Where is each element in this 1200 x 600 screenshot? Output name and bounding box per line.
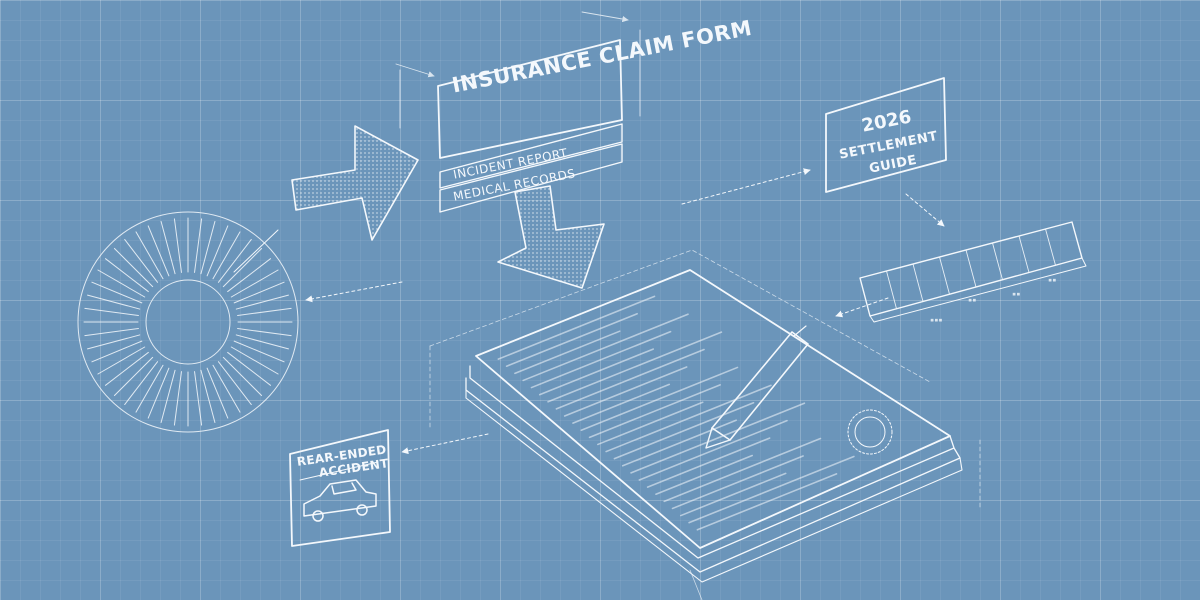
accident-card — [289, 429, 391, 547]
connector-arrows — [233, 168, 945, 455]
insurance-claim-form-panel — [395, 11, 641, 213]
svg-text:▪▪: ▪▪ — [1012, 290, 1020, 298]
right-arrow-graphic — [291, 125, 419, 241]
document-stack-icon — [429, 249, 981, 600]
down-arrow-graphic — [497, 185, 605, 289]
settlement-guide-card — [825, 77, 947, 193]
svg-text:▪▪: ▪▪ — [968, 296, 976, 304]
svg-text:▪▪: ▪▪ — [1048, 276, 1056, 284]
radial-gauge-icon — [77, 211, 299, 433]
car-icon — [303, 479, 377, 522]
timeline-bar-icon: ▪▪▪ ▪▪ ▪▪ ▪▪ — [859, 221, 1087, 324]
seal-icon — [847, 409, 893, 455]
pen-icon — [705, 325, 809, 449]
svg-text:▪▪▪: ▪▪▪ — [930, 316, 943, 324]
